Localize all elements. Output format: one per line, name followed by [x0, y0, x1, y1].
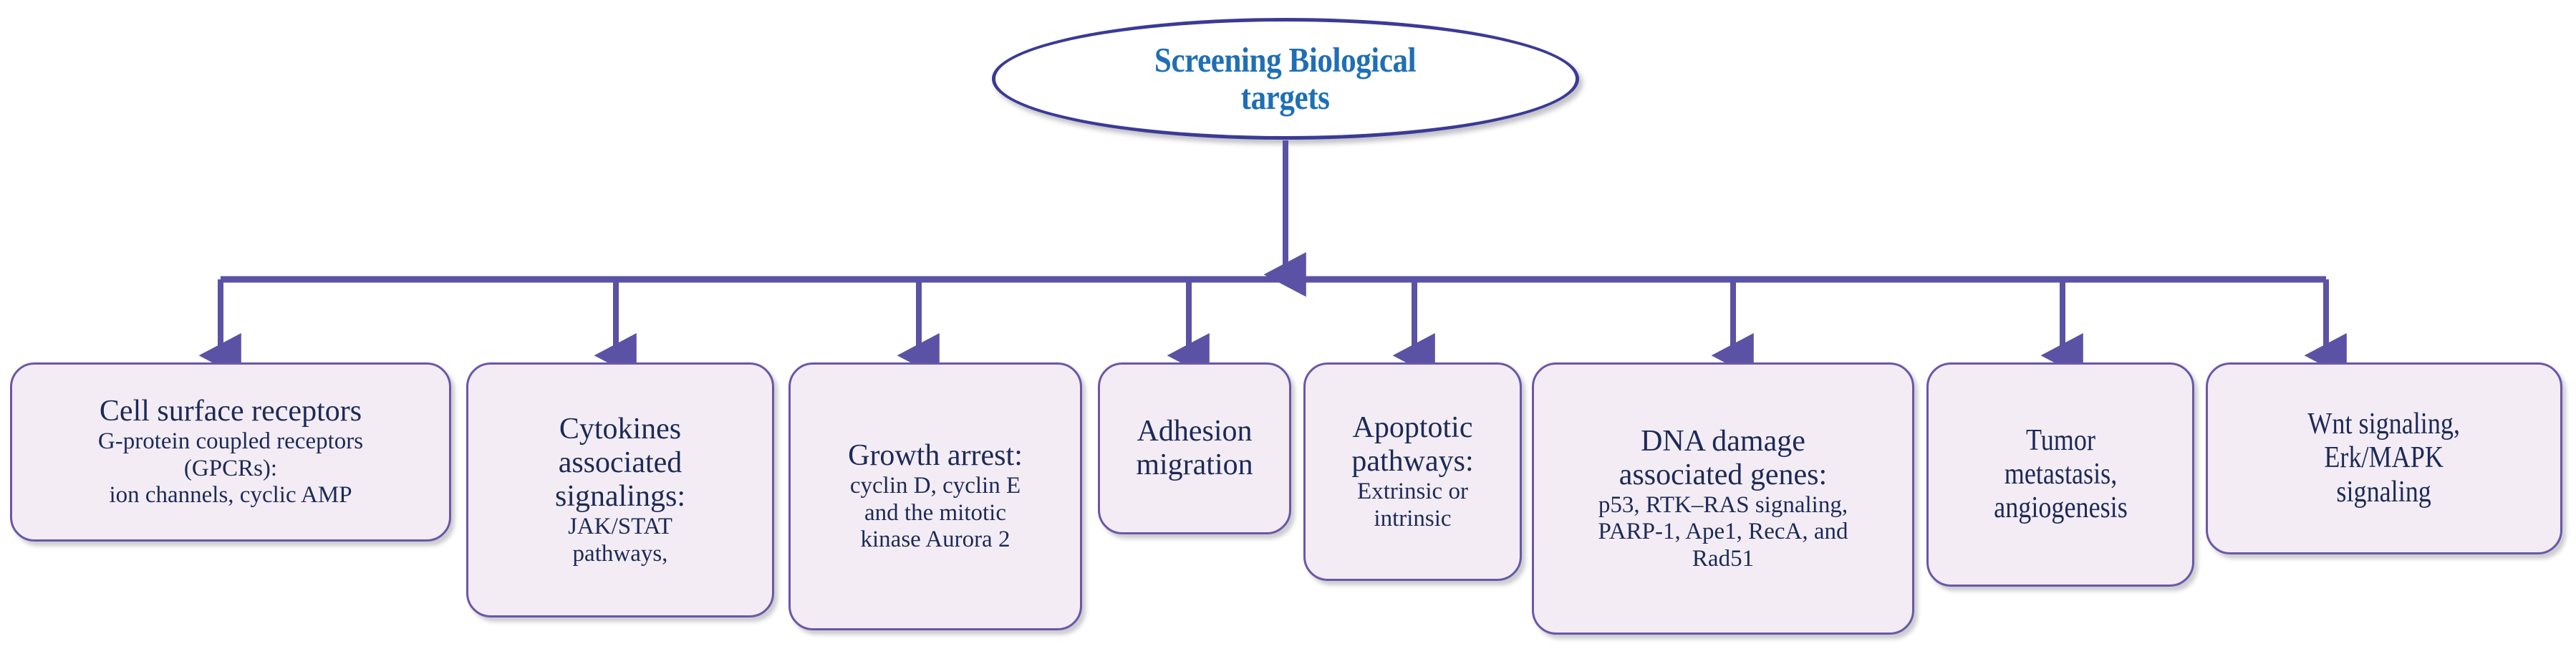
node-cell-surface-receptors[interactable]: Cell surface receptors G-protein coupled… [10, 362, 451, 542]
node-dna-damage-associated-genes[interactable]: DNA damage associated genes: p53, RTK–RA… [1532, 362, 1914, 635]
node-heading: Cell surface receptors [99, 395, 362, 428]
node-subtext: Extrinsic or intrinsic [1357, 478, 1468, 532]
node-wnt-erk-mapk-signaling[interactable]: Wnt signaling, Erk/MAPK signaling [2206, 362, 2562, 554]
node-heading: Apoptotic pathways: [1351, 410, 1474, 478]
node-heading: DNA damage associated genes: [1619, 424, 1828, 491]
node-tumor-metastasis-angiogenesis[interactable]: Tumor metastasis, angiogenesis [1926, 362, 2194, 587]
node-cytokines-associated-signalings[interactable]: Cytokines associated signalings: JAK/STA… [466, 362, 774, 617]
root-node-label: Screening Biological targets [1154, 40, 1417, 117]
node-heading: Cytokines associated signalings: [554, 412, 685, 513]
node-subtext: G-protein coupled receptors (GPCRs): ion… [97, 428, 364, 509]
node-subtext: JAK/STAT pathways, [568, 513, 672, 567]
node-heading: Tumor metastasis, angiogenesis [1993, 423, 2128, 525]
node-heading: Adhesion migration [1136, 414, 1253, 481]
node-subtext: p53, RTK–RAS signaling, PARP-1, Ape1, Re… [1598, 491, 1848, 572]
root-node-screening-biological-targets[interactable]: Screening Biological targets [992, 18, 1579, 140]
node-apoptotic-pathways[interactable]: Apoptotic pathways: Extrinsic or intrins… [1303, 362, 1522, 581]
node-adhesion-migration[interactable]: Adhesion migration [1098, 362, 1291, 534]
node-heading: Growth arrest: [848, 439, 1023, 473]
node-subtext: cyclin D, cyclin E and the mitotic kinas… [849, 473, 1021, 553]
node-heading: Wnt signaling, Erk/MAPK signaling [2307, 408, 2461, 509]
node-growth-arrest[interactable]: Growth arrest: cyclin D, cyclin E and th… [788, 362, 1082, 630]
